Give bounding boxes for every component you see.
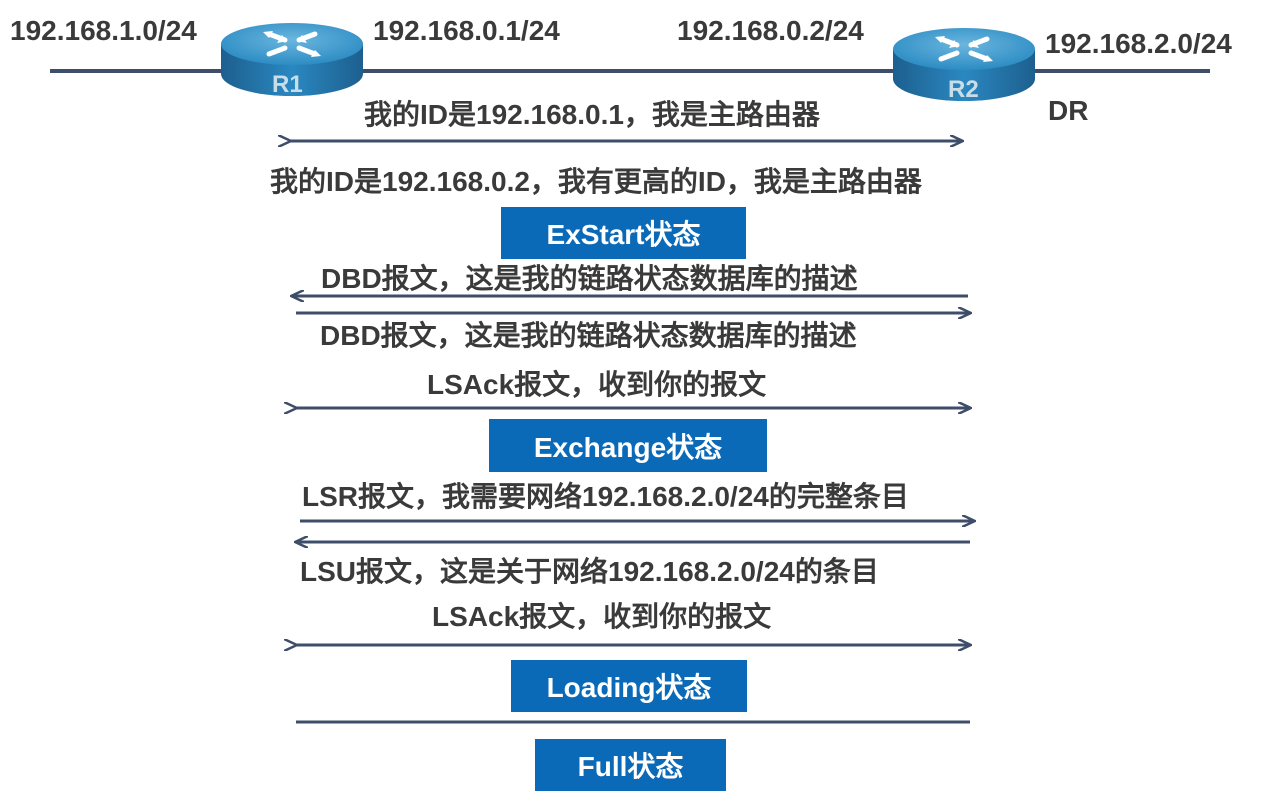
state-loading: Loading状态 bbox=[511, 660, 747, 712]
state-full: Full状态 bbox=[535, 739, 726, 791]
network-r2-lan: 192.168.2.0/24 bbox=[1045, 28, 1232, 59]
router-r1-label: R1 bbox=[272, 71, 303, 98]
router-r2-label: R2 bbox=[948, 76, 979, 103]
message-3: DBD报文，这是我的链路状态数据库的描述 bbox=[321, 263, 858, 294]
dr-label: DR bbox=[1048, 95, 1089, 126]
network-r1-lan: 192.168.1.0/24 bbox=[10, 15, 197, 46]
message-8: LSAck报文，收到你的报文 bbox=[432, 601, 772, 632]
message-6: LSR报文，我需要网络192.168.2.0/24的完整条目 bbox=[302, 481, 909, 512]
network-r2-link: 192.168.0.2/24 bbox=[677, 15, 864, 46]
message-5: LSAck报文，收到你的报文 bbox=[427, 369, 767, 400]
state-exstart: ExStart状态 bbox=[501, 207, 746, 259]
message-2: 我的ID是192.168.0.2，我有更高的ID，我是主路由器 bbox=[270, 166, 922, 197]
router-icon bbox=[893, 28, 1035, 101]
router-r1: R1 bbox=[219, 22, 365, 98]
router-icon bbox=[221, 23, 363, 96]
state-exchange: Exchange状态 bbox=[489, 419, 767, 472]
router-r2: R2 bbox=[891, 27, 1037, 103]
message-1: 我的ID是192.168.0.1，我是主路由器 bbox=[364, 99, 820, 130]
network-r1-link: 192.168.0.1/24 bbox=[373, 15, 560, 46]
message-7: LSU报文，这是关于网络192.168.2.0/24的条目 bbox=[300, 556, 879, 587]
message-4: DBD报文，这是我的链路状态数据库的描述 bbox=[320, 320, 857, 351]
